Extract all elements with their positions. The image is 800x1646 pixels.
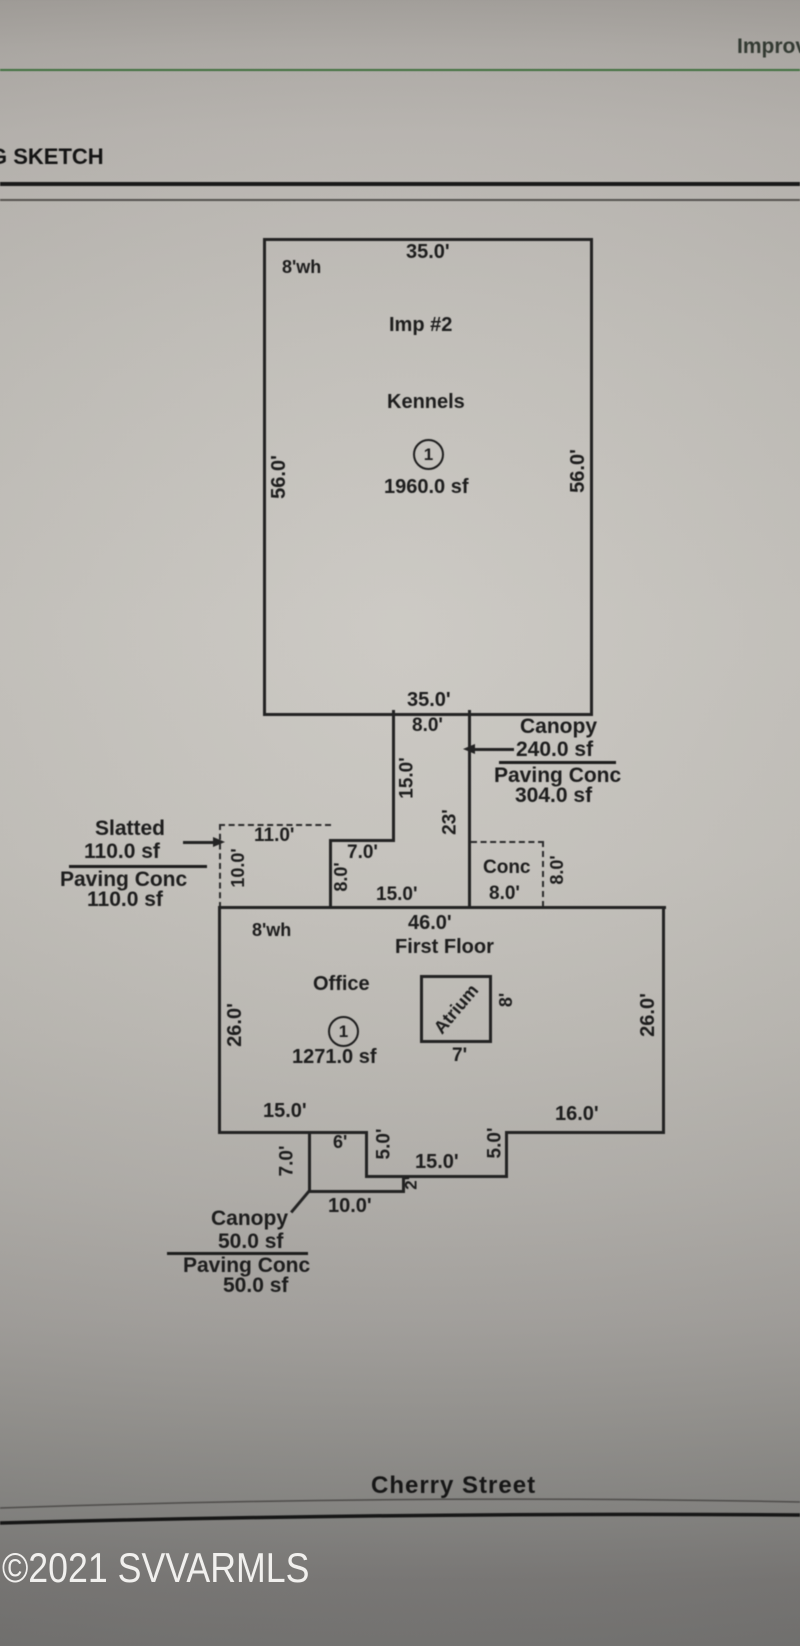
first-floor-notch-left-wall (365, 1131, 368, 1178)
canopy-50-underline (167, 1252, 308, 1255)
first-floor-bottom-right-width-label: 16.0' (555, 1103, 599, 1125)
canopy-240-paving-area: 304.0 sf (515, 784, 593, 807)
slatted-pad-width-label: 11.0' (254, 825, 295, 846)
connector-step-width-label: 7.0' (347, 842, 378, 863)
atrium-outline (420, 975, 492, 1043)
first-floor-room-label: Office (313, 973, 370, 995)
connector-right-wall (468, 710, 471, 908)
canopy-50-height-label: 7.0' (276, 1145, 298, 1177)
canopy-50-width-label: 10.0' (328, 1195, 372, 1217)
mls-watermark: ©2021 SVVARMLS (2, 1544, 310, 1591)
kennels-area-label: 1960.0 sf (384, 476, 469, 498)
connector-step-height-label: 8.0' (331, 862, 351, 892)
canopy-50-paving-area: 50.0 sf (223, 1274, 289, 1297)
conc-pad-top-edge (471, 841, 544, 843)
conc-pad-height-label: 8.0' (547, 855, 567, 885)
canopy-50-title: Canopy (211, 1207, 289, 1230)
notch-left-height-label: 5.0' (373, 1128, 395, 1160)
connector-lower-left-wall (329, 839, 332, 909)
notch-jog-label: 2' (401, 1176, 421, 1190)
notch-width-label: 15.0' (415, 1151, 459, 1173)
first-floor-left-wall (218, 906, 221, 1134)
atrium-height-label: 8' (496, 992, 516, 1008)
kennels-story-marker: 1 (413, 439, 444, 470)
first-floor-bottom-left-wall (218, 1131, 368, 1134)
connector-right-height-label: 23' (439, 809, 461, 835)
kennels-use-label: Kennels (387, 391, 465, 413)
canopy-50-paving-title: Paving Conc (183, 1254, 311, 1277)
first-floor-notch-bottom-wall (365, 1175, 508, 1178)
conc-pad-label: Conc (483, 857, 531, 878)
first-floor-wall-height-label: 8'wh (252, 920, 292, 940)
sketch-heading: G SKETCH (0, 144, 104, 169)
first-floor-left-height-label: 26.0' (224, 1003, 246, 1047)
first-floor-top-width-label: 46.0' (408, 912, 452, 934)
first-floor-bottom-right-wall (505, 1131, 665, 1134)
canopy-50-left-wall (308, 1133, 311, 1193)
slatted-pad-left-edge (219, 824, 221, 908)
first-floor-name-label: First Floor (395, 936, 494, 958)
first-floor-right-wall (662, 906, 665, 1134)
kennels-wall-height-label: 8'wh (282, 257, 322, 277)
atrium-width-label: 7' (452, 1045, 468, 1066)
kennels-bottom-width-label: 35.0' (407, 689, 451, 711)
slatted-arrow-line (183, 841, 217, 844)
slatted-pad-top-edge (219, 824, 331, 826)
first-floor-top-wall (218, 906, 666, 909)
first-floor-bottom-left-width-label: 15.0' (263, 1100, 307, 1122)
kennels-improvement-label: Imp #2 (389, 314, 453, 336)
improvements-header-label: Improve (737, 35, 800, 58)
kennels-right-height-label: 56.0' (567, 449, 589, 493)
slatted-underline (69, 865, 207, 868)
slatted-paving-area: 110.0 sf (87, 888, 163, 911)
kennels-top-width-label: 35.0' (406, 241, 450, 263)
slatted-paving-title: Paving Conc (60, 868, 188, 891)
street-label: Cherry Street (371, 1472, 537, 1499)
connector-left-height-label: 15.0' (396, 757, 418, 799)
canopy-240-title: Canopy (520, 715, 598, 738)
kennels-outline (263, 238, 593, 716)
first-floor-notch-right-wall (505, 1131, 508, 1178)
connector-top-width-label: 8.0' (412, 715, 443, 736)
canopy-50-bottom-wall (308, 1190, 405, 1193)
canopy-240-arrowhead (463, 744, 475, 754)
canopy-240-area: 240.0 sf (516, 738, 594, 761)
notch-right-height-label: 5.0' (484, 1127, 506, 1159)
connector-bottom-width-label: 15.0' (376, 884, 418, 905)
first-floor-right-height-label: 26.0' (637, 993, 659, 1037)
slatted-pad-height-label: 10.0' (228, 848, 248, 888)
conc-pad-right-edge (542, 841, 544, 907)
kennels-left-height-label: 56.0' (268, 455, 290, 499)
first-floor-story-marker: 1 (328, 1016, 359, 1047)
slatted-title: Slatted (95, 817, 166, 840)
canopy-50-jog-wall (402, 1175, 405, 1193)
bottom-border-rules (0, 1498, 800, 1525)
canopy-240-underline (499, 761, 616, 764)
canopy-240-arrow-line (474, 748, 514, 751)
first-floor-area-label: 1271.0 sf (292, 1046, 377, 1068)
canopy-50-pointer-line (290, 1188, 312, 1214)
canopy-240-paving-title: Paving Conc (494, 764, 622, 787)
connector-left-wall (392, 710, 395, 841)
conc-pad-width-label: 8.0' (489, 883, 520, 904)
canopy-50-area: 50.0 sf (218, 1230, 284, 1253)
heading-rule-thick (0, 182, 800, 186)
heading-rule-thin (0, 199, 800, 201)
green-rule (0, 69, 800, 71)
connector-step-wall (329, 839, 395, 842)
slatted-area: 110.0 sf (84, 840, 160, 863)
canopy-50-attach-width-label: 6' (333, 1132, 348, 1152)
